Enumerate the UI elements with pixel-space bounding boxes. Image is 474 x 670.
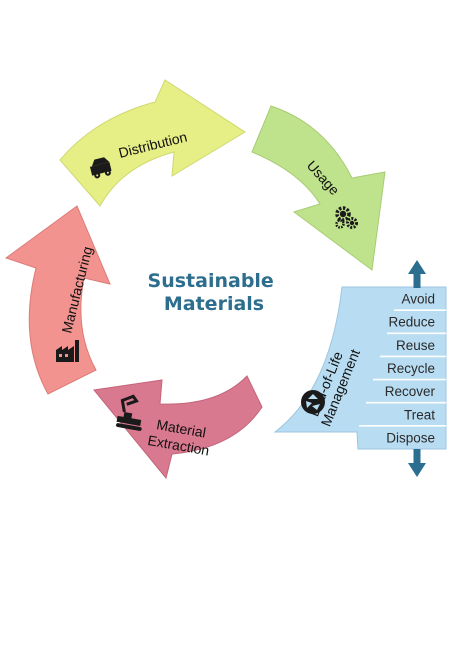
material-extraction-segment: Material Extraction bbox=[93, 375, 263, 480]
excavator-icon bbox=[116, 394, 142, 431]
manufacturing-arrow bbox=[4, 205, 111, 395]
step-recover: Recover bbox=[385, 384, 436, 399]
center-title-line2: Materials bbox=[164, 293, 264, 315]
step-reuse: Reuse bbox=[396, 338, 435, 353]
hierarchy-down-arrow bbox=[408, 449, 426, 477]
step-dispose: Dispose bbox=[386, 430, 435, 445]
gears-icon bbox=[335, 206, 358, 229]
step-treat: Treat bbox=[404, 407, 435, 422]
waste-hierarchy-steps: AvoidReduceReuseRecycleRecoverTreatDispo… bbox=[359, 292, 446, 445]
factory-icon bbox=[56, 340, 79, 362]
usage-arrow bbox=[251, 105, 386, 271]
end-of-life-segment: End-of-Life Management AvoidReduceReuseR… bbox=[273, 260, 447, 477]
step-recycle: Recycle bbox=[387, 361, 435, 376]
distribution-segment: Distribution bbox=[59, 79, 246, 207]
step-avoid: Avoid bbox=[401, 292, 435, 307]
hierarchy-up-arrow bbox=[408, 260, 426, 288]
recycle-icon bbox=[301, 390, 325, 414]
center-title: Sustainable Materials bbox=[148, 270, 281, 315]
truck-icon bbox=[89, 157, 112, 179]
usage-segment: Usage bbox=[251, 105, 386, 271]
manufacturing-segment: Manufacturing bbox=[4, 205, 111, 395]
step-reduce: Reduce bbox=[388, 315, 435, 330]
center-title-line1: Sustainable bbox=[148, 270, 274, 292]
